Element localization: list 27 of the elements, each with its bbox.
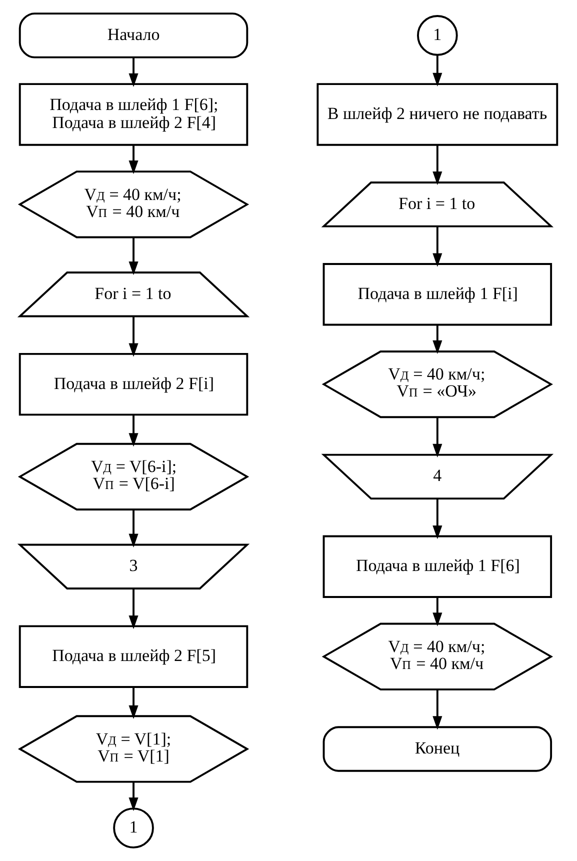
node-box: Подача в шлейф 2 F[i] <box>18 352 248 416</box>
arrow <box>128 588 138 630</box>
arrow <box>432 226 442 267</box>
node-box: В шлейф 2 ничего не подавать <box>316 83 558 146</box>
node-circle: 1 <box>416 15 458 56</box>
arrow <box>128 238 138 276</box>
arrow <box>128 316 138 357</box>
arrow <box>432 598 442 626</box>
arrow <box>128 145 138 174</box>
arrow <box>128 414 138 447</box>
arrow <box>128 58 138 87</box>
node-box: Подача в шлейф 1 F[i] <box>322 263 552 326</box>
arrow <box>432 145 442 186</box>
arrow <box>128 687 138 720</box>
node-box: Конец <box>322 726 552 772</box>
arrow <box>432 498 442 540</box>
arrow <box>128 782 138 812</box>
node-circle: 1 <box>113 808 154 848</box>
arrow <box>432 55 442 86</box>
node-box: Подача в шлейф 2 F[5] <box>18 625 248 688</box>
node-box: Подача в шлейф 1 F[6]; Подача в шлейф 2 F[4] <box>18 83 248 146</box>
arrow <box>432 690 442 730</box>
arrow <box>128 510 138 548</box>
node-box: Подача в шлейф 1 F[6] <box>322 535 552 598</box>
arrow <box>432 325 442 354</box>
node-box: Начало <box>18 12 248 58</box>
arrow <box>432 418 442 458</box>
